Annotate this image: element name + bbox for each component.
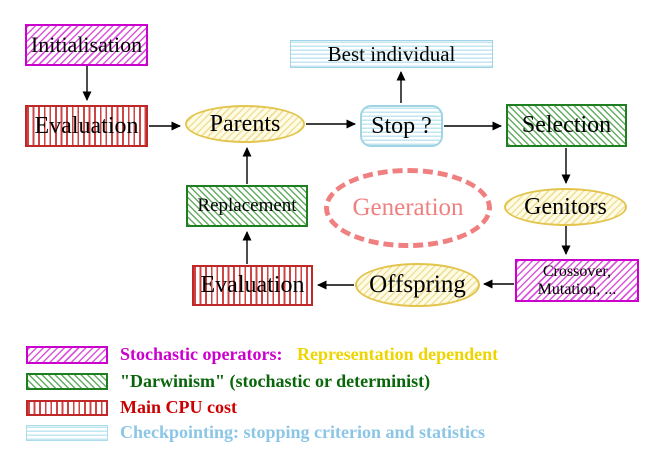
node-parents: Parents [185,105,305,143]
node-offspring-label: Offspring [369,271,466,298]
node-crossover-line1: Crossover, [542,262,612,280]
legend-item-main-cpu-cost: Main CPU cost [26,397,237,418]
node-crossover-line2: Mutation, ... [537,280,617,298]
node-offspring: Offspring [355,263,480,307]
legend-label-main-cpu-cost: Main CPU cost [120,397,237,417]
node-evaluation-bottom: Evaluation [192,265,313,306]
legend-label-checkpointing: Checkpointing: stopping criterion and st… [120,422,486,442]
node-best-individual-label: Best individual [327,41,456,66]
node-parents-label: Parents [209,110,281,137]
node-crossover-mutation: Crossover, Mutation, ... [515,259,639,302]
node-selection-label: Selection [521,112,612,138]
legend-item-darwinism: "Darwinism" (stochastic or determinist) [26,371,430,392]
node-genitors-label: Genitors [524,193,607,220]
node-stop: Stop ? [360,105,443,147]
legend-item-checkpointing: Checkpointing: stopping criterion and st… [26,422,485,443]
legend-swatch-red-vertical-lines [26,399,108,416]
legend-item-stochastic-operators: Stochastic operators: Representation dep… [26,344,498,365]
node-evaluation-bottom-label: Evaluation [200,272,305,298]
node-selection: Selection [506,104,627,147]
legend-label-representation-dependent: Representation dependent [296,344,499,364]
node-generation-label: Generation [352,194,464,221]
node-best-individual: Best individual [290,40,493,68]
node-replacement-label: Replacement [197,195,297,216]
node-evaluation-top-label: Evaluation [34,112,139,139]
legend-swatch-magenta-diagonal-hatch [26,345,108,364]
node-stop-label: Stop ? [371,112,432,139]
legend-label-darwinism: "Darwinism" (stochastic or determinist) [120,371,431,391]
node-evaluation-top: Evaluation [25,105,148,147]
legend-swatch-cyan-horizontal-lines [26,424,108,441]
legend-label-stochastic-operators: Stochastic operators: [120,344,283,364]
node-initialisation: Initialisation [25,24,148,66]
node-genitors: Genitors [504,188,627,226]
node-initialisation-label: Initialisation [30,32,143,57]
node-replacement: Replacement [186,185,308,227]
node-generation: Generation [324,168,492,248]
legend-swatch-green-diagonal-hatch [26,373,108,390]
